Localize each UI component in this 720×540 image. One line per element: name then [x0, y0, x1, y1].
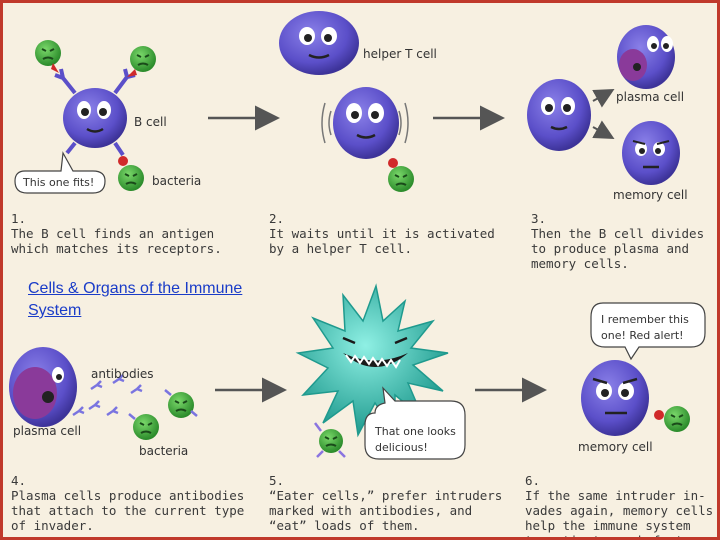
b-cell	[63, 88, 127, 148]
bubble-fits-text: This one fits!	[22, 176, 94, 189]
bubble-delicious-line2: delicious!	[375, 441, 428, 454]
memory-cell	[622, 121, 680, 185]
memory-cell-label: memory cell	[578, 440, 653, 454]
b-cell	[527, 79, 591, 151]
speech-bubble-remember: I remember this one! Red alert!	[590, 302, 706, 361]
helper-t-cell	[279, 11, 359, 75]
memory-cell	[581, 360, 649, 436]
b-cell-label: B cell	[134, 115, 167, 129]
step-4-text: 4. Plasma cells produce antibodies that …	[11, 473, 245, 533]
memory-cell-label: memory cell	[613, 188, 688, 202]
plasma-cell	[617, 25, 675, 89]
activated-b-cell	[321, 87, 409, 159]
panel-1-b-cell-antigen: This one fits! B cell bacteria	[14, 40, 201, 194]
plasma-cell-label: plasma cell	[13, 424, 81, 438]
bacteria-icon	[314, 422, 346, 458]
antibodies-label: antibodies	[91, 367, 154, 381]
bacteria-icon	[164, 389, 198, 418]
arrow-icon	[592, 120, 615, 139]
step-1-text: 1. The B cell finds an antigen which mat…	[11, 211, 222, 256]
immune-system-link[interactable]: Cells & Organs of the Immune System	[28, 280, 243, 319]
step-5-text: 5. “Eater cells,” prefer intruders marke…	[269, 473, 503, 533]
bubble-remember-line1: I remember this	[601, 313, 689, 326]
antibodies-icon	[72, 374, 143, 417]
bubble-delicious-line1: That one looks	[374, 425, 456, 438]
arrow-icon	[592, 89, 615, 108]
step-2-text: 2. It waits until it is activated by a h…	[269, 211, 495, 256]
immune-response-diagram: This one fits! B cell bacteria	[9, 11, 706, 460]
eater-cell	[295, 283, 449, 438]
bacteria-icon	[388, 158, 414, 192]
bacteria-icon	[128, 413, 159, 440]
panel-6-memory-response: I remember this one! Red alert! memory c…	[578, 302, 706, 454]
bacteria-label: bacteria	[139, 444, 188, 458]
speech-bubble-fits: This one fits!	[14, 151, 106, 194]
step-6-text: 6. If the same intruder in- vades again,…	[525, 473, 714, 537]
bacteria-icon	[127, 46, 156, 77]
helper-t-cell-label: helper T cell	[363, 47, 437, 61]
bacteria-icon	[654, 406, 690, 432]
bacteria-icon	[118, 156, 144, 191]
panel-2-helper-t-activation: helper T cell	[279, 11, 437, 192]
plasma-cell	[9, 347, 77, 427]
panel-3-b-cell-divides: plasma cell memory cell	[527, 25, 688, 202]
panel-5-eater-cell: That one looks delicious!	[295, 283, 466, 460]
speech-bubble-delicious: That one looks delicious!	[364, 386, 466, 460]
plasma-cell-label: plasma cell	[616, 90, 684, 104]
bacteria-label: bacteria	[152, 174, 201, 188]
step-3-text: 3. Then the B cell divides to produce pl…	[531, 211, 705, 271]
bacteria-icon	[35, 40, 61, 73]
panel-4-antibodies: antibodies plasma cell bacteria	[9, 347, 198, 458]
bubble-remember-line2: one! Red alert!	[601, 329, 684, 342]
